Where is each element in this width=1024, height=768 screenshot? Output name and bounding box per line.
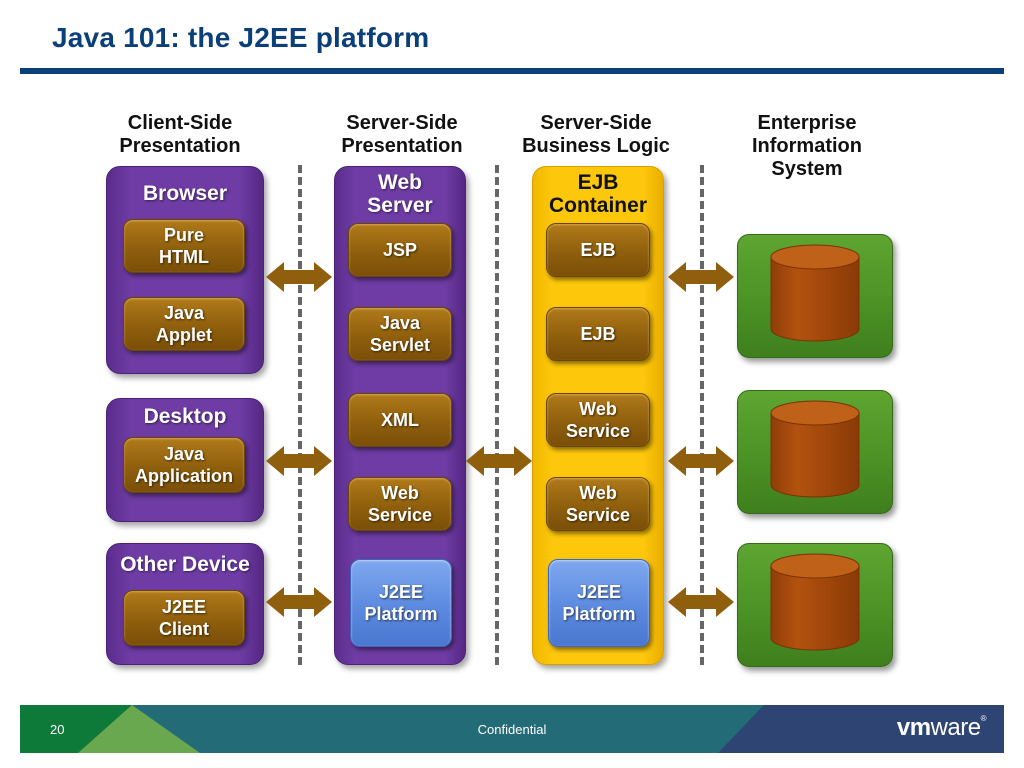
eis-box (737, 543, 893, 667)
logo-light: ware (930, 714, 982, 741)
tier-divider (700, 165, 704, 665)
heading-line: Business Logic (522, 135, 670, 157)
ejb-container-panel: EJB Container EJB EJB Web Service Web Se… (532, 166, 664, 665)
component-jsp: JSP (348, 223, 452, 277)
double-arrow-icon (466, 446, 532, 476)
logo-mark: ® (980, 714, 987, 723)
database-icon (770, 244, 860, 342)
panel-title: EJB Container (533, 171, 663, 217)
eis-box (737, 234, 893, 358)
heading-line: Server-Side (346, 112, 458, 134)
component-xml: XML (348, 393, 452, 447)
heading-line: System (771, 158, 843, 180)
column-heading-server-presentation: Server-Side Presentation (322, 112, 482, 158)
confidential-label: Confidential (477, 722, 547, 737)
component-java-application: Java Application (123, 437, 245, 493)
column-heading-eis: Enterprise Information System (727, 112, 887, 181)
footer-bar: 20 Confidential vmware® (20, 705, 1004, 753)
double-arrow-icon (668, 262, 734, 292)
column-heading-business-logic: Server-Side Business Logic (505, 112, 687, 158)
title-line: Container (548, 194, 647, 217)
panel-title: Web Server (335, 171, 465, 217)
tier-divider (495, 165, 499, 665)
panel-title: Desktop (143, 405, 227, 428)
other-device-panel: Other Device J2EE Client (106, 543, 264, 665)
database-icon (770, 553, 860, 651)
heading-line: Presentation (341, 135, 463, 157)
component-pure-html: Pure HTML (123, 219, 245, 273)
title-line: Server (367, 194, 433, 217)
double-arrow-icon (668, 446, 734, 476)
logo-bold: vm (896, 714, 931, 741)
component-ejb: EJB (546, 223, 650, 277)
browser-panel: Browser Pure HTML Java Applet (106, 166, 264, 374)
eis-box (737, 390, 893, 514)
title-line: EJB (577, 171, 619, 194)
double-arrow-icon (266, 446, 332, 476)
slide-title: Java 101: the J2EE platform (52, 22, 430, 53)
heading-line: Presentation (119, 135, 241, 157)
double-arrow-icon (266, 587, 332, 617)
component-java-applet: Java Applet (123, 297, 245, 351)
component-web-service: Web Service (348, 477, 452, 531)
double-arrow-icon (668, 587, 734, 617)
heading-line: Client-Side (127, 112, 233, 134)
component-j2ee-client: J2EE Client (123, 590, 245, 646)
desktop-panel: Desktop Java Application (106, 398, 264, 522)
title-rule (20, 68, 1004, 74)
panel-title: Browser (142, 182, 228, 205)
page-number: 20 (50, 722, 65, 737)
column-heading-client: Client-Side Presentation (100, 112, 260, 158)
component-web-service: Web Service (546, 393, 650, 447)
panel-title: Other Device (120, 553, 250, 576)
web-server-panel: Web Server JSP Java Servlet XML Web Serv… (334, 166, 466, 665)
footer-background (20, 705, 1004, 753)
heading-line: Information (752, 135, 862, 157)
heading-line: Server-Side (540, 112, 652, 134)
title-line: Web (378, 171, 422, 194)
component-java-servlet: Java Servlet (348, 307, 452, 361)
component-j2ee-platform: J2EE Platform (350, 559, 452, 647)
component-j2ee-platform: J2EE Platform (548, 559, 650, 647)
heading-line: Enterprise (757, 112, 857, 134)
tier-divider (298, 165, 302, 665)
database-icon (770, 400, 860, 498)
double-arrow-icon (266, 262, 332, 292)
vmware-logo: vmware® (896, 714, 987, 742)
component-ejb: EJB (546, 307, 650, 361)
component-web-service: Web Service (546, 477, 650, 531)
